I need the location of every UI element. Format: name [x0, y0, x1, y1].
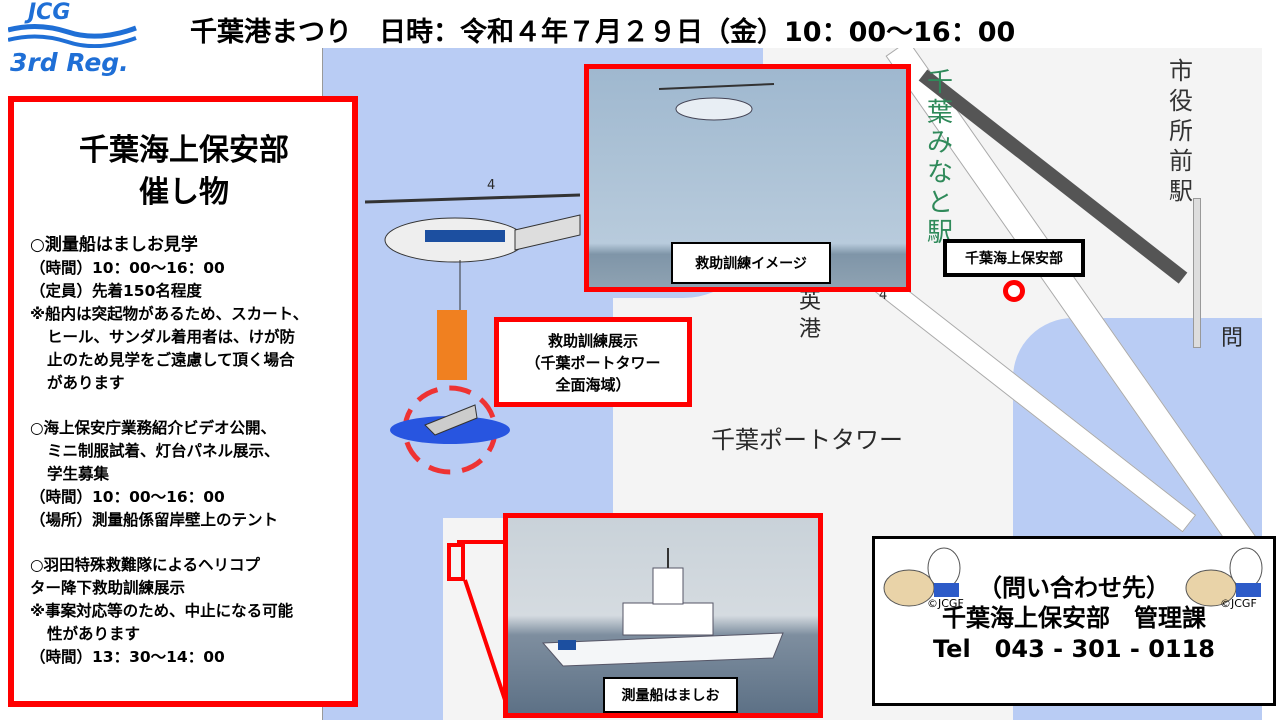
- photo-caption: 救助訓練イメージ: [671, 242, 831, 284]
- events-panel: 千葉海上保安部催し物 ○測量船はましお見学 （時間）10：00〜16：00 （定員）…: [8, 96, 358, 707]
- event-line: （時間）13：30〜14：00: [30, 648, 225, 666]
- callout-line: （千葉ポートタワー: [525, 354, 661, 372]
- event-line: 止のため見学をご遠慮して頂く場合: [47, 351, 295, 369]
- event-line: があります: [47, 374, 125, 392]
- event-list: ○測量船はましお見学 （時間）10：00〜16：00 （定員）先着150名程度 ※船内…: [30, 234, 338, 669]
- ship-icon: [541, 548, 784, 667]
- panel-subtitle: 催し物: [139, 175, 229, 210]
- logo-wave-icon: [8, 24, 137, 48]
- rescuer-icon: [437, 310, 467, 380]
- event-line: 学生募集: [47, 465, 110, 483]
- logo-jcg: JCG: [28, 0, 71, 25]
- mascot-icon: [883, 547, 961, 607]
- event-line: ミニ制服試着、灯台パネル展示、: [47, 442, 280, 460]
- callout-lines: [457, 540, 512, 716]
- copyright: ©JCGF: [1220, 597, 1257, 610]
- contact-heading: （問い合わせ先）: [978, 574, 1170, 602]
- event-line: ○海上保安庁業務紹介ビデオ公開、: [30, 419, 277, 437]
- event-line: ター降下救助訓練展示: [30, 579, 186, 597]
- survey-ship-photo: 測量船はましお: [503, 513, 823, 718]
- contact-box: ©JCGF ©JCGF （問い合わせ先） 千葉海上保安部 管理課 Tel 043…: [872, 536, 1276, 706]
- spacer: [30, 395, 338, 417]
- elevation-label: 4: [879, 288, 888, 303]
- panel-title: 千葉海上保安部: [79, 133, 289, 168]
- port-label: 英港: [799, 289, 822, 342]
- event-line: （定員）先着150名程度: [30, 282, 202, 300]
- event-line: （場所）測量船係留岸壁上のテント: [30, 511, 279, 529]
- mascot-icon: [1185, 547, 1263, 607]
- helicopter-icon: [659, 83, 775, 121]
- event-line: ○測量船はましお見学: [30, 235, 198, 255]
- page-title: 千葉港まつり 日時：令和４年７月２９日（金）10：00〜16：00: [190, 17, 1016, 48]
- event-line: ○羽田特殊救難隊によるヘリコプ: [30, 556, 261, 574]
- helicopter-rescue-illustration: [365, 193, 581, 475]
- location-marker-icon: [1003, 280, 1025, 302]
- map-zoom-slider[interactable]: [1193, 198, 1201, 348]
- office-label: 千葉海上保安部: [943, 239, 1085, 277]
- spacer: [30, 532, 338, 554]
- tower-label: 千葉ポートタワー: [711, 426, 903, 454]
- contact-phone[interactable]: Tel 043 - 301 - 0118: [932, 635, 1216, 663]
- contact-department: 千葉海上保安部 管理課: [942, 604, 1206, 632]
- event-line: ヒール、サンダル着用者は、けが防: [47, 328, 296, 346]
- event-line: 性があります: [47, 625, 141, 643]
- station-label: 千葉みなと駅: [927, 68, 954, 248]
- event-line: （時間）10：00〜16：00: [30, 488, 225, 506]
- elevation-label: 4: [487, 178, 496, 193]
- berth-marker: [447, 543, 465, 581]
- event-line: ※事案対応等のため、中止になる可能: [30, 602, 294, 620]
- event-line: ※船内は突起物があるため、スカート、: [30, 305, 309, 323]
- event-line: （時間）10：00〜16：00: [30, 259, 225, 277]
- map-symbol-label: 問: [1221, 326, 1244, 351]
- training-callout: 救助訓練展示 （千葉ポートタワー 全面海域）: [494, 317, 692, 407]
- callout-line: 救助訓練展示: [547, 332, 638, 350]
- station-label: 市役所前駅: [1169, 57, 1193, 205]
- photo-caption: 測量船はましお: [603, 677, 738, 713]
- rescue-training-photo: 救助訓練イメージ: [584, 64, 911, 292]
- callout-line: 全面海域）: [555, 376, 631, 394]
- copyright: ©JCGF: [927, 597, 964, 610]
- logo-region: 3rd Reg.: [10, 48, 129, 77]
